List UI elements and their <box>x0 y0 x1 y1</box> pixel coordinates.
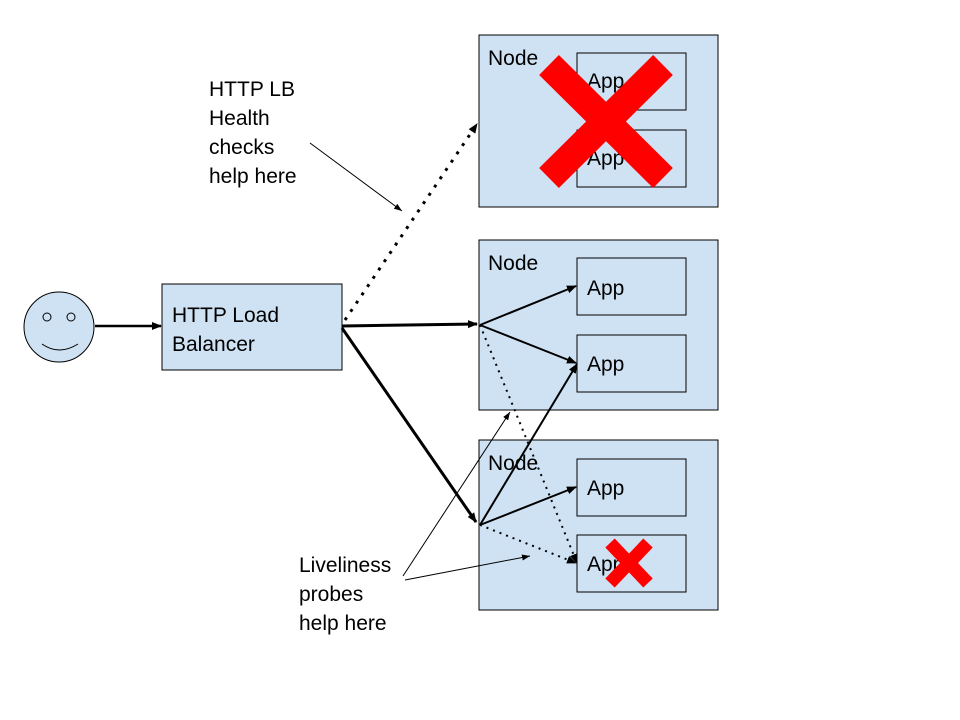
smiley-face-icon <box>23 291 95 363</box>
liveliness-line3: help here <box>299 612 387 635</box>
lb-to-node-3-arrow <box>340 327 478 523</box>
node-3-to-app-1-arrow <box>479 486 577 526</box>
node-3-app-2-failure-x-icon <box>605 538 653 588</box>
node-1: Node App App <box>478 34 719 208</box>
liveliness-line1: Liveliness <box>299 554 391 577</box>
node-3: Node App App <box>478 439 719 611</box>
health-checks-line1: HTTP LB <box>209 78 295 101</box>
node-2-label: Node <box>488 252 538 275</box>
node-1-app-1-label: App <box>587 70 624 93</box>
node-2-to-app-2-arrow <box>479 324 577 364</box>
liveliness-annotation: Liveliness probes help here <box>299 411 531 635</box>
node-3-label: Node <box>488 452 538 475</box>
load-balancer-label-line2: Balancer <box>172 333 255 356</box>
liveliness-line2: probes <box>299 583 363 606</box>
node-2-to-app-1-arrow <box>479 285 577 326</box>
liveliness-pointer-1 <box>402 411 511 577</box>
health-checks-line3: checks <box>209 136 274 159</box>
node-1-app-2-label: App <box>587 147 624 170</box>
node-2: Node App App <box>478 239 719 411</box>
lb-to-node-2-arrow <box>341 320 478 329</box>
node-2-app-2 <box>576 334 687 393</box>
health-checks-annotation: HTTP LB Health checks help here <box>209 78 403 212</box>
lb-to-node-1-dotted-arrow <box>343 123 479 321</box>
health-checks-line4: help here <box>209 165 297 188</box>
node-3-to-node-2-app-2-arrow <box>479 363 578 526</box>
node-3-app-1 <box>576 458 687 517</box>
node-2-app-1 <box>576 257 687 316</box>
node-2-app-2-label: App <box>587 353 624 376</box>
node-1-label: Node <box>488 47 538 70</box>
health-checks-line2: Health <box>209 107 270 130</box>
liveliness-pointer-2 <box>404 554 531 581</box>
node-2-to-failed-app-dotted-arrow <box>479 324 578 564</box>
node-2-app-1-label: App <box>587 277 624 300</box>
node-3-app-1-label: App <box>587 477 624 500</box>
node-1-failure-x-icon <box>539 55 673 188</box>
load-balancer-label-line1: HTTP Load <box>172 304 279 327</box>
load-balancer-box: HTTP Load Balancer <box>161 283 343 371</box>
health-checks-pointer <box>309 142 403 212</box>
